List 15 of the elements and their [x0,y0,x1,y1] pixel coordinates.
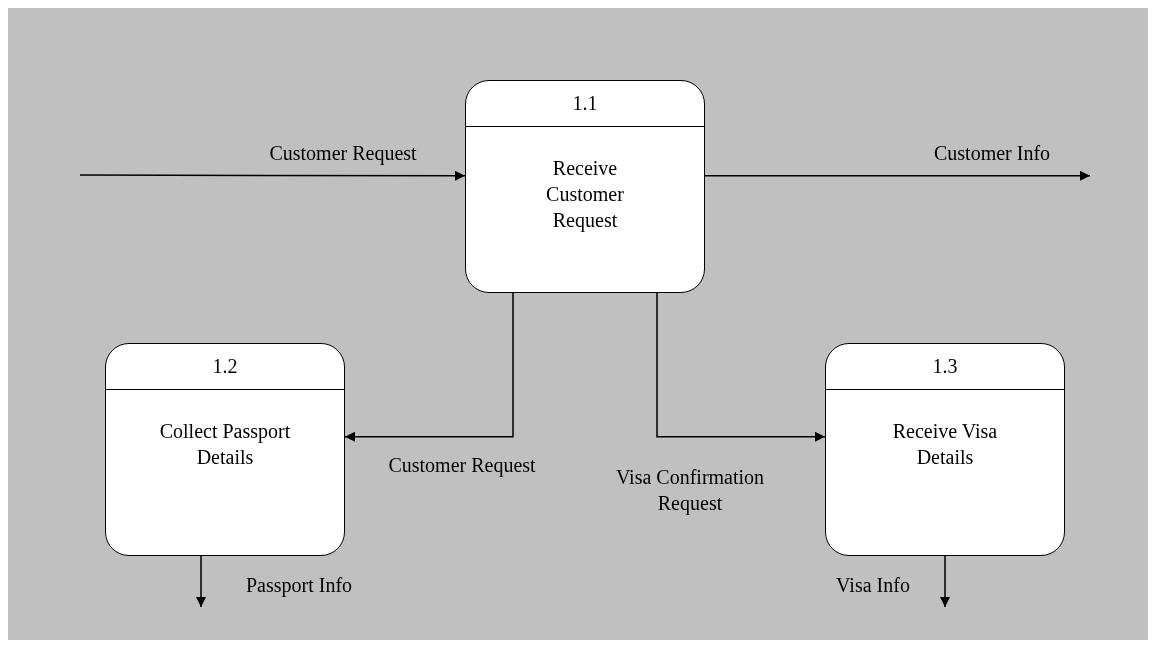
process-box [465,80,705,293]
process-number: 1.1 [572,92,598,115]
arrow [940,555,950,608]
arrow [344,292,514,442]
arrow [656,292,826,442]
process-number: 1.3 [932,355,958,378]
process-name: Receive Visa Details [891,419,999,470]
process-box [825,343,1065,556]
arrow [79,170,466,181]
process-number: 1.2 [212,355,238,378]
process-box [105,343,345,556]
arrow [196,555,206,608]
process-name: Receive Customer Request [545,156,625,233]
arrow [704,170,1091,181]
process-name: Collect Passport Details [158,419,292,470]
